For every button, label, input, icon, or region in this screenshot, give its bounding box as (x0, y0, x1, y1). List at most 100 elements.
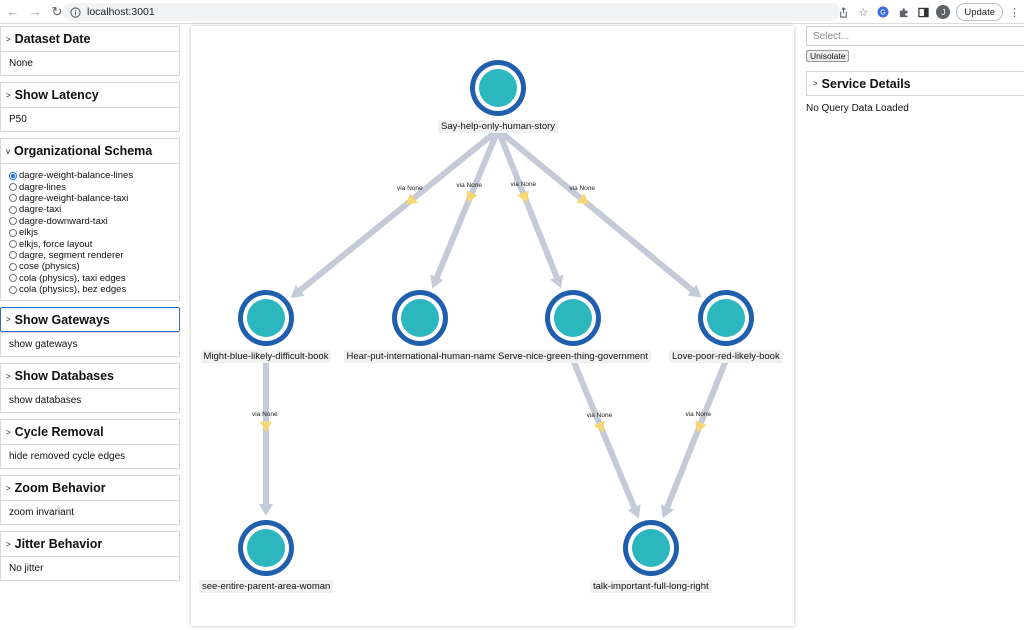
service-node-label[interactable]: Say-help-only-human-story (438, 120, 559, 133)
schema-option[interactable]: dagre-downward-taxi (9, 216, 179, 227)
schema-option[interactable]: dagre-lines (9, 181, 179, 193)
service-node-label[interactable]: talk-important-full-long-right (590, 580, 712, 593)
service-details-title: Service Details (821, 76, 911, 91)
extensions-puzzle-icon[interactable] (896, 5, 910, 19)
dataset-date-header[interactable]: > Dataset Date (0, 26, 180, 51)
service-node-core[interactable] (479, 69, 517, 107)
service-node-core[interactable] (401, 299, 439, 337)
menu-kebab-icon[interactable]: ⋮ (1009, 6, 1020, 19)
cycle-removal-title: Cycle Removal (14, 425, 104, 440)
schema-option-label: cola (physics), bez edges (19, 284, 127, 296)
schema-option[interactable]: dagre-weight-balance-lines (9, 170, 179, 181)
show-databases-title: Show Databases (14, 369, 115, 384)
schema-option-label: cola (physics), taxi edges (19, 272, 126, 284)
schema-option[interactable]: cola (physics), taxi edges (9, 273, 179, 284)
service-node-label[interactable]: Love-poor-red-likely-book (669, 350, 783, 363)
update-button[interactable]: Update (956, 3, 1003, 21)
show-databases-value: show databases (0, 388, 180, 414)
service-details-header[interactable]: > Service Details (806, 71, 1024, 96)
service-node-core[interactable] (554, 299, 592, 337)
edge-label: via None (397, 185, 423, 193)
graph-edge[interactable] (663, 358, 729, 512)
show-gateways-value: show gateways (0, 332, 180, 358)
radio-button[interactable] (9, 217, 17, 226)
caret-down-icon: v (6, 146, 10, 156)
service-node-label[interactable]: Serve-nice-green-thing-government (495, 350, 651, 363)
caret-right-icon: > (6, 371, 11, 381)
unisolate-button[interactable]: Unisolate (806, 50, 850, 62)
schema-option[interactable]: dagre-taxi (9, 204, 179, 215)
bookmark-star-icon[interactable]: ☆ (858, 6, 869, 19)
schema-title: Organizational Schema (14, 144, 153, 158)
service-node-core[interactable] (632, 529, 670, 567)
url-text: localhost:3001 (87, 6, 155, 18)
right-panel: Select... Unisolate > Service Details No… (806, 26, 1024, 114)
radio-button[interactable] (9, 183, 17, 192)
service-node-label[interactable]: Hear-put-international-human-name (343, 350, 497, 363)
site-info-icon[interactable] (68, 5, 82, 19)
schema-option-label: dagre-weight-balance-lines (19, 170, 134, 182)
schema-option-label: elkjs, force layout (19, 238, 93, 250)
caret-right-icon: > (6, 539, 11, 549)
show-latency-header[interactable]: > Show Latency (0, 82, 180, 107)
zoom-behavior-value: zoom invariant (0, 500, 180, 526)
radio-button[interactable] (9, 262, 17, 271)
edge-direction-marker (260, 421, 272, 433)
zoom-behavior-header[interactable]: > Zoom Behavior (0, 475, 180, 501)
schema-option[interactable]: cola (physics), bez edges (9, 284, 179, 295)
service-details-text: No Query Data Loaded (806, 103, 909, 114)
edge-direction-marker (466, 190, 478, 204)
graph-edge[interactable] (570, 358, 639, 513)
service-select[interactable]: Select... (806, 26, 1024, 46)
schema-option[interactable]: dagre-weight-balance-taxi (9, 193, 179, 204)
zoom-behavior-section: > Zoom Behavior zoom invariant (0, 475, 180, 526)
forward-arrow-icon[interactable]: → (28, 4, 42, 19)
radio-button[interactable] (9, 240, 17, 249)
schema-option[interactable]: elkjs, force layout (9, 238, 179, 250)
cycle-removal-header[interactable]: > Cycle Removal (0, 419, 180, 445)
show-gateways-title: Show Gateways (14, 312, 110, 327)
radio-button[interactable] (9, 251, 17, 260)
address-bar[interactable]: localhost:3001 (62, 3, 840, 21)
service-node-core[interactable] (247, 529, 285, 567)
graph-edge[interactable] (495, 128, 561, 282)
service-node-core[interactable] (247, 299, 285, 337)
graph-edge[interactable] (295, 127, 500, 296)
reload-icon[interactable]: ↻ (51, 3, 63, 19)
edge-direction-marker (593, 420, 605, 434)
radio-button[interactable] (9, 274, 17, 283)
caret-right-icon: > (6, 34, 11, 44)
schema-option[interactable]: elkjs (9, 227, 179, 238)
service-node-core[interactable] (707, 299, 745, 337)
service-node-label[interactable]: Might-blue-likely-difficult-book (200, 350, 332, 363)
radio-button[interactable] (9, 194, 17, 203)
share-icon[interactable] (836, 5, 850, 19)
show-databases-section: > Show Databases show databases (0, 363, 180, 414)
show-latency-section: > Show Latency P50 (0, 82, 180, 132)
service-graph-svg (238, 60, 754, 576)
extension-g-icon[interactable]: G (876, 5, 890, 19)
profile-avatar[interactable]: J (936, 5, 951, 19)
graph-edge[interactable] (496, 127, 698, 295)
side-panel-icon[interactable] (916, 5, 930, 19)
schema-option[interactable]: dagre, segment renderer (9, 250, 179, 261)
edge-label: via None (685, 411, 712, 419)
radio-button[interactable] (9, 205, 17, 214)
edge-label: via None (586, 411, 613, 419)
schema-option[interactable]: cose (physics) (9, 261, 179, 272)
schema-section: v Organizational Schema dagre-weight-bal… (0, 138, 180, 302)
radio-button[interactable] (9, 285, 17, 294)
edge-label: via None (569, 185, 596, 193)
radio-button[interactable] (9, 171, 17, 180)
show-latency-title: Show Latency (14, 88, 99, 102)
show-databases-header[interactable]: > Show Databases (0, 363, 180, 389)
graph-edge[interactable] (432, 128, 501, 283)
back-arrow-icon[interactable]: ← (6, 4, 20, 19)
jitter-behavior-header[interactable]: > Jitter Behavior (0, 531, 180, 557)
radio-button[interactable] (9, 228, 17, 237)
show-gateways-header[interactable]: > Show Gateways (0, 307, 180, 333)
schema-header[interactable]: v Organizational Schema (0, 138, 180, 163)
service-node-label[interactable]: see-entire-parent-area-woman (199, 580, 334, 593)
